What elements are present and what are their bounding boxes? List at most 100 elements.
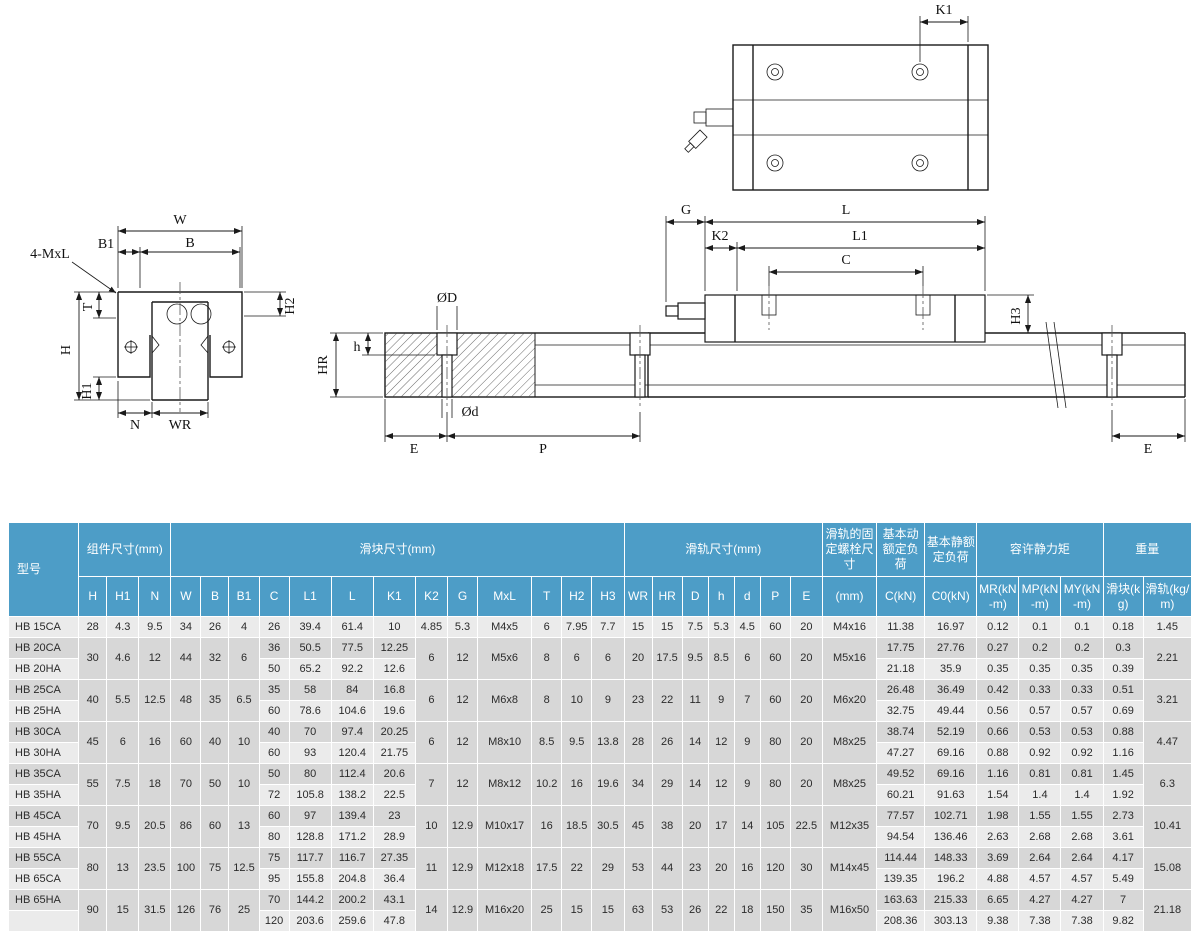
spec-cell: 2.63 — [976, 826, 1020, 848]
spec-cell: 48 — [170, 679, 202, 722]
spec-cell: 69.16 — [924, 742, 978, 764]
spec-cell: 91.63 — [924, 784, 978, 806]
technical-drawings: K1 W B1 B 4-MxL H — [30, 3, 1186, 457]
spec-cell: 1.55 — [1018, 805, 1062, 827]
spec-cell: 4 — [228, 616, 260, 638]
dim-label-wr: WR — [169, 418, 192, 433]
model-cell: HB 20HA — [7, 658, 80, 680]
spec-cell: 12.9 — [446, 805, 479, 848]
spec-cell: 10.41 — [1142, 805, 1193, 848]
spec-cell: 126 — [170, 889, 202, 932]
spec-cell: M12x35 — [821, 805, 878, 848]
grease-nipple-side-icon — [677, 302, 706, 320]
spec-cell: 0.66 — [976, 721, 1020, 743]
spec-cell: 139.35 — [876, 868, 926, 890]
spec-cell: 2.68 — [1060, 826, 1104, 848]
spec-cell: 32 — [200, 637, 230, 680]
spec-cell: 2.73 — [1102, 805, 1144, 827]
spec-cell: 17 — [707, 805, 735, 848]
spec-cell: 7.7 — [591, 616, 625, 638]
col-header: K1 — [372, 576, 416, 617]
spec-cell: 6 — [733, 637, 761, 680]
model-cell: HB 45HA — [7, 826, 80, 848]
spec-cell: 23 — [623, 679, 653, 722]
spec-cell: 9 — [733, 763, 761, 806]
spec-cell: 4.17 — [1102, 847, 1144, 869]
spec-cell: 12.6 — [372, 658, 416, 680]
spec-cell: 6.3 — [1142, 763, 1193, 806]
spec-cell: 16.97 — [924, 616, 978, 638]
spec-cell: 104.6 — [330, 700, 374, 722]
dim-label-k1: K1 — [935, 3, 952, 18]
spec-cell: 27.35 — [372, 847, 416, 869]
col-header: C — [258, 576, 290, 617]
spec-cell: 2.21 — [1142, 637, 1193, 680]
col-header: P — [759, 576, 791, 617]
spec-cell: M12x18 — [477, 847, 533, 890]
model-cell: HB 35HA — [7, 784, 80, 806]
col-header: L1 — [288, 576, 332, 617]
spec-cell: 4.27 — [1060, 889, 1104, 911]
spec-cell: 20 — [707, 847, 735, 890]
col-header: d — [733, 576, 761, 617]
spec-cell: 61.4 — [330, 616, 374, 638]
spec-cell: 9.5 — [681, 637, 709, 680]
spec-cell: 94.54 — [876, 826, 926, 848]
spec-cell: 18 — [138, 763, 172, 806]
spec-cell: 44 — [170, 637, 202, 680]
spec-cell: 4.57 — [1018, 868, 1062, 890]
group-header: 滑轨尺寸(mm) — [623, 522, 823, 577]
spec-cell: 78.6 — [288, 700, 332, 722]
spec-cell: 5.5 — [106, 679, 140, 722]
spec-cell: 150 — [759, 889, 791, 932]
spec-cell: 75 — [258, 847, 290, 869]
spec-cell: 14 — [414, 889, 448, 932]
spec-cell: 22 — [651, 679, 683, 722]
spec-cell: 0.1 — [1060, 616, 1104, 638]
spec-cell: 6 — [531, 616, 563, 638]
group-header: 基本静额定负荷 — [924, 522, 978, 577]
spec-cell: 10.2 — [531, 763, 563, 806]
model-cell: HB 30HA — [7, 742, 80, 764]
spec-cell: 16 — [561, 763, 593, 806]
spec-cell: M8x25 — [821, 763, 878, 806]
spec-cell: 1.45 — [1102, 763, 1144, 785]
dim-label-hole-depth: h — [354, 340, 361, 355]
spec-cell: M16x50 — [821, 889, 878, 932]
spec-cell: 50 — [258, 763, 290, 785]
spec-cell: 20.25 — [372, 721, 416, 743]
spec-cell: M6x20 — [821, 679, 878, 722]
col-header: H3 — [591, 576, 625, 617]
spec-cell: 80 — [759, 721, 791, 764]
spec-cell: 9 — [707, 679, 735, 722]
spec-cell: 114.44 — [876, 847, 926, 869]
group-header: 重量 — [1102, 522, 1193, 577]
spec-cell: 22.5 — [789, 805, 823, 848]
spec-cell: 23 — [372, 805, 416, 827]
spec-cell: 0.35 — [1060, 658, 1104, 680]
spec-cell: 303.13 — [924, 910, 978, 932]
spec-cell: 203.6 — [288, 910, 332, 932]
spec-cell: 80 — [258, 826, 290, 848]
spec-cell: 80 — [759, 763, 791, 806]
spec-cell: 0.33 — [1060, 679, 1104, 701]
spec-cell: 1.54 — [976, 784, 1020, 806]
model-cell: HB 45CA — [7, 805, 80, 827]
spec-cell: 4.5 — [733, 616, 761, 638]
spec-cell: 4.6 — [106, 637, 140, 680]
spec-cell: 6 — [106, 721, 140, 764]
col-header: MxL — [477, 576, 533, 617]
spec-cell: 25 — [228, 889, 260, 932]
spec-cell: 259.6 — [330, 910, 374, 932]
spec-cell: 20 — [789, 679, 823, 722]
spec-cell: 12 — [138, 637, 172, 680]
spec-cell: 43.1 — [372, 889, 416, 911]
spec-cell: 47.8 — [372, 910, 416, 932]
group-header: 组件尺寸(mm) — [78, 522, 172, 577]
spec-cell: 16.8 — [372, 679, 416, 701]
